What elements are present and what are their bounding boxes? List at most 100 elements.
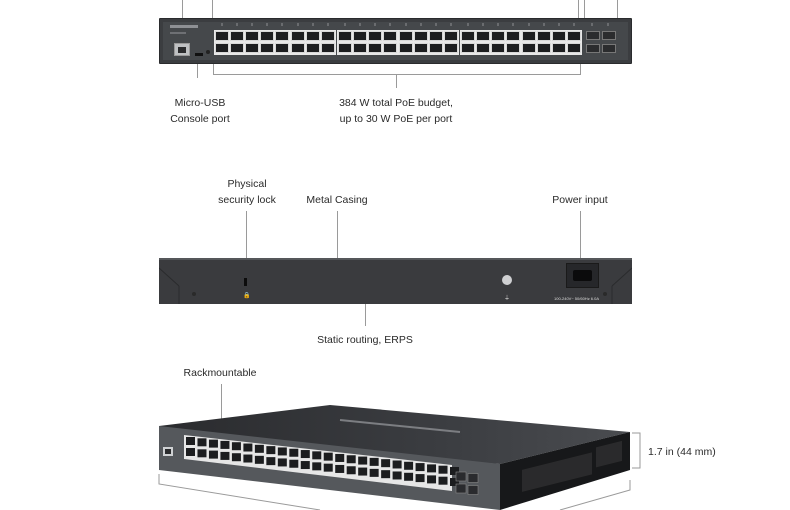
perspective-rj45-port — [289, 459, 299, 468]
rj45-port — [536, 31, 551, 41]
perspective-rj45-port — [381, 470, 391, 479]
perspective-rj45-port — [197, 438, 207, 447]
perspective-rj45-port — [289, 448, 299, 457]
rear-bevel-lines — [159, 267, 632, 304]
port-led — [343, 23, 346, 26]
perspective-rj45-port — [277, 458, 287, 467]
perspective-rj45-port — [186, 448, 195, 456]
console-label-line1: Micro-USB — [174, 97, 226, 109]
callout-line-rack — [221, 384, 222, 420]
port-led — [266, 23, 269, 26]
perspective-rj45-port — [231, 453, 241, 462]
callout-line-casing — [337, 211, 338, 259]
micro-usb-console-port — [195, 53, 203, 56]
port-led — [419, 23, 422, 26]
console-rj45-port — [174, 43, 190, 56]
perspective-rj45-port — [392, 471, 402, 480]
callout-line-ports-left — [212, 0, 213, 18]
rj45-port — [398, 43, 413, 53]
power-input-label: Power input — [552, 194, 608, 206]
callout-line-power — [580, 211, 581, 266]
rj45-port — [567, 43, 582, 53]
perspective-sfp-port — [467, 485, 479, 495]
port-led — [434, 23, 437, 26]
perspective-rj45-port — [243, 454, 253, 463]
rj45-port — [476, 31, 490, 41]
rj45-port — [229, 43, 244, 53]
switch-top-lid — [159, 405, 630, 464]
perspective-rj45-port — [312, 462, 322, 471]
rj45-port — [398, 31, 413, 41]
static-routing-label: Static routing, ERPS — [317, 334, 413, 346]
rj45-port — [552, 43, 566, 53]
port-led — [296, 23, 299, 26]
ground-icon: ⏚ — [504, 296, 511, 302]
ground-screw — [502, 275, 512, 285]
bracket-poe-right — [580, 64, 581, 74]
callout-line-ports-right — [578, 0, 579, 18]
rackmountable-label: Rackmountable — [183, 367, 257, 379]
perspective-port-grid — [184, 435, 479, 495]
switch-front-panel — [159, 18, 632, 64]
power-rating-text: 100-240V~ 50/60Hz 6.0A — [554, 296, 600, 301]
perspective-rj45-port — [266, 457, 276, 466]
rear-screw-right — [603, 292, 607, 296]
perspective-rj45-port — [358, 456, 368, 465]
perspective-sfp-port — [455, 483, 467, 494]
perspective-rj45-port — [197, 449, 207, 458]
callout-line-sfp-left — [584, 0, 585, 18]
perspective-rj45-port — [254, 455, 264, 464]
perspective-rj45-port — [335, 453, 345, 462]
perspective-rj45-port — [323, 452, 333, 461]
port-led — [466, 23, 469, 26]
perspective-rj45-port — [450, 467, 459, 475]
perspective-rj45-port — [404, 461, 414, 470]
lock-icon: 🔒 — [243, 293, 251, 299]
port-led — [374, 23, 377, 26]
perspective-sfp-port — [455, 471, 467, 482]
security-lock-label: Physical security lock — [197, 176, 297, 208]
perspective-rj45-port — [254, 444, 264, 453]
rj45-port — [290, 31, 305, 41]
callout-line-routing — [365, 304, 366, 326]
metal-casing-label: Metal Casing — [306, 194, 368, 206]
rj45-port — [413, 43, 428, 53]
perspective-rj45-port — [323, 463, 333, 472]
port-led — [327, 23, 329, 26]
rj45-port — [305, 31, 320, 41]
rj45-port — [368, 31, 383, 41]
rj45-port — [337, 43, 352, 53]
width-bracket-left — [158, 474, 321, 510]
callout-line-console-top — [182, 0, 183, 18]
perspective-rj45-port — [186, 437, 195, 445]
rj45-port — [567, 31, 582, 41]
security-lock-slot — [244, 278, 247, 286]
console-port-label: Micro-USB Console port — [150, 95, 250, 127]
perspective-rj45-port — [208, 439, 218, 448]
port-led — [281, 23, 284, 26]
perspective-rj45-port — [358, 467, 368, 476]
sfp-led — [607, 23, 609, 26]
port-led — [235, 23, 238, 26]
sfp-port — [586, 44, 600, 53]
port-led — [389, 23, 392, 26]
port-led — [573, 23, 576, 26]
rj45-port — [214, 43, 229, 53]
perspective-rj45-port — [369, 468, 379, 477]
perspective-rj45-port — [415, 474, 425, 483]
rj45-port — [506, 43, 521, 53]
rj45-port — [460, 31, 475, 41]
perspective-rj45-port — [427, 464, 437, 473]
rj45-port — [383, 31, 398, 41]
port-led — [404, 23, 407, 26]
perspective-rj45-port — [438, 476, 448, 485]
rj45-port — [352, 43, 367, 53]
reset-button — [206, 50, 210, 54]
rj45-port — [245, 31, 259, 41]
perspective-rj45-port — [427, 475, 437, 484]
rj45-port — [444, 43, 459, 53]
perspective-rj45-port — [381, 459, 391, 468]
top-logo-mark — [339, 419, 461, 433]
rj45-port — [506, 31, 521, 41]
